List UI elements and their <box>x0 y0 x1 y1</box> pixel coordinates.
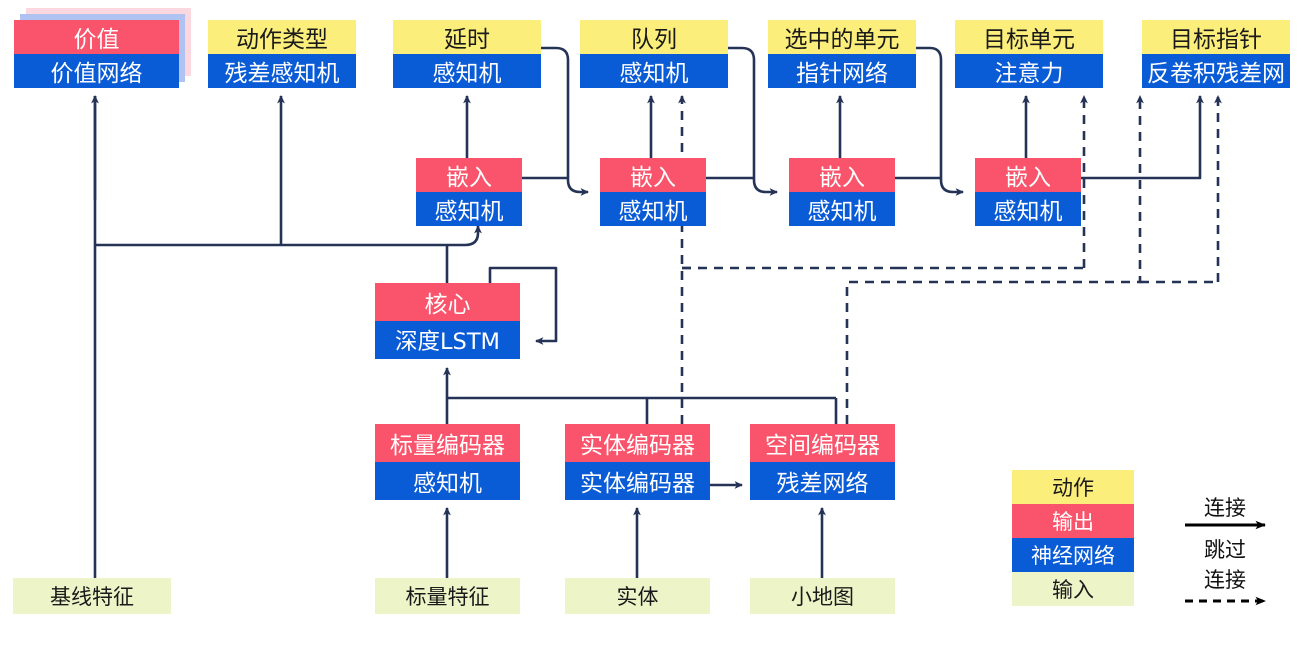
node-embed2[interactable]: 嵌入感知机 <box>600 158 706 226</box>
legend-skip-label-line2: 连接 <box>1204 568 1246 592</box>
node-spatial_encoder[interactable]: 空间编码器残差网络 <box>750 424 895 500</box>
node-entity_encoder-title: 实体编码器 <box>565 424 710 462</box>
input-node-entities[interactable]: 实体 <box>565 578 710 614</box>
node-target_point[interactable]: 目标指针反卷积残差网 <box>1142 20 1290 88</box>
legend-output: 输出 <box>1012 504 1134 538</box>
node-target_point-subtitle: 反卷积残差网 <box>1142 54 1290 88</box>
node-entity_encoder-subtitle: 实体编码器 <box>565 462 710 500</box>
node-core[interactable]: 核心深度LSTM <box>375 283 520 359</box>
node-embed3[interactable]: 嵌入感知机 <box>789 158 895 226</box>
node-embed3-subtitle: 感知机 <box>789 192 895 226</box>
legend-swatches: 动作输出神经网络输入 <box>1012 470 1134 606</box>
node-delay[interactable]: 延时感知机 <box>393 20 541 88</box>
node-embed1[interactable]: 嵌入感知机 <box>416 158 522 226</box>
wire-encoder-bus <box>445 396 836 424</box>
node-scalar_encoder-title: 标量编码器 <box>375 424 520 462</box>
node-scalar_encoder-subtitle: 感知机 <box>375 462 520 500</box>
node-embed2-subtitle: 感知机 <box>600 192 706 226</box>
node-value-subtitle: 价值网络 <box>14 54 179 88</box>
node-embed4-title: 嵌入 <box>975 158 1081 192</box>
input-node-scalar_features[interactable]: 标量特征 <box>375 578 520 614</box>
legend-action: 动作 <box>1012 470 1134 504</box>
node-action_type-title: 动作类型 <box>208 20 356 54</box>
node-value-title: 价值 <box>14 20 179 54</box>
input-node-baseline_features[interactable]: 基线特征 <box>13 578 171 614</box>
node-target_unit-subtitle: 注意力 <box>955 54 1103 88</box>
input-node-minimap[interactable]: 小地图 <box>750 578 895 614</box>
node-queue-title: 队列 <box>580 20 728 54</box>
node-selected_units-subtitle: 指针网络 <box>768 54 916 88</box>
skip-spatialenc-to-targetpointer <box>845 95 1144 424</box>
node-selected_units[interactable]: 选中的单元指针网络 <box>768 20 916 88</box>
node-action_type-subtitle: 残差感知机 <box>208 54 356 88</box>
legend-connection-label: 连接 <box>1204 496 1246 520</box>
node-spatial_encoder-subtitle: 残差网络 <box>750 462 895 500</box>
node-core-subtitle: 深度LSTM <box>375 321 520 359</box>
node-embed4-subtitle: 感知机 <box>975 192 1081 226</box>
node-target_point-title: 目标指针 <box>1142 20 1290 54</box>
node-spatial_encoder-title: 空间编码器 <box>750 424 895 462</box>
node-delay-subtitle: 感知机 <box>393 54 541 88</box>
node-target_unit-title: 目标单元 <box>955 20 1103 54</box>
node-queue-subtitle: 感知机 <box>580 54 728 88</box>
node-value[interactable]: 价值价值网络 <box>14 8 191 88</box>
node-selected_units-title: 选中的单元 <box>768 20 916 54</box>
node-target_unit[interactable]: 目标单元注意力 <box>955 20 1103 88</box>
node-scalar_encoder[interactable]: 标量编码器感知机 <box>375 424 520 500</box>
node-embed1-subtitle: 感知机 <box>416 192 522 226</box>
legend-skip-label-line1: 跳过 <box>1204 538 1246 562</box>
node-action_type[interactable]: 动作类型残差感知机 <box>208 20 356 88</box>
node-embed4[interactable]: 嵌入感知机 <box>975 158 1081 226</box>
node-embed3-title: 嵌入 <box>789 158 895 192</box>
node-delay-title: 延时 <box>393 20 541 54</box>
legend-network: 神经网络 <box>1012 538 1134 572</box>
node-queue[interactable]: 队列感知机 <box>580 20 728 88</box>
node-embed2-title: 嵌入 <box>600 158 706 192</box>
node-core-title: 核心 <box>375 283 520 321</box>
node-entity_encoder[interactable]: 实体编码器实体编码器 <box>565 424 710 500</box>
wire-targetunit-to-targetpointer <box>1103 95 1204 180</box>
node-embed1-title: 嵌入 <box>416 158 522 192</box>
legend-input: 输入 <box>1012 572 1134 606</box>
wire-core-to-embed1 <box>455 225 482 247</box>
